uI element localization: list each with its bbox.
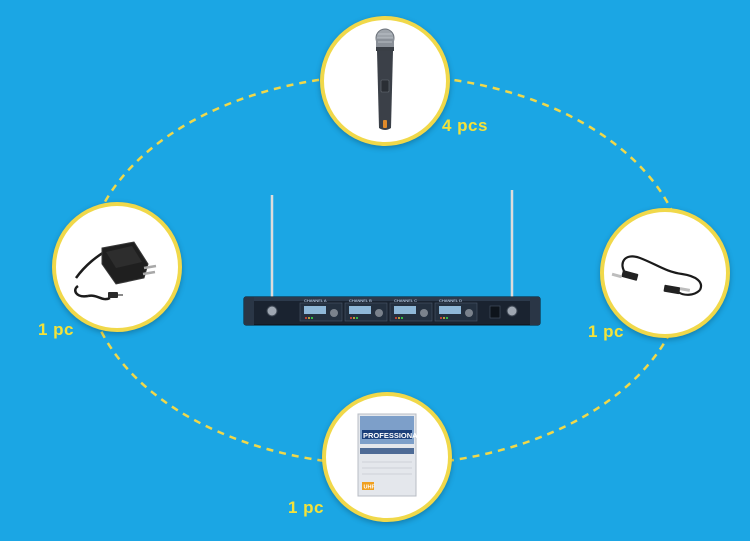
channel-module-c: [389, 302, 433, 322]
channel-module-b: [344, 302, 388, 322]
channel-label-a: CHANNEL A: [304, 298, 327, 303]
manual-cover-title: PROFESSIONAL: [363, 431, 423, 440]
manual-cover-text: PROFESSIONAL UHF: [363, 431, 423, 491]
manual-cover-badge: UHF: [364, 485, 376, 491]
audio-cable-circle: [600, 208, 730, 338]
channel-module-d: [434, 302, 478, 322]
manual-booklet-icon: [357, 413, 417, 497]
microphone-icon: [375, 28, 395, 130]
channel-label-d: CHANNEL D: [439, 298, 462, 303]
power-adapter-icon: [74, 241, 157, 301]
channel-label-c: CHANNEL C: [394, 298, 417, 303]
power-adapter-circle: [52, 202, 182, 332]
power-adapter-quantity: 1 pc: [38, 320, 75, 339]
microphone-quantity: 4 pcs: [442, 116, 488, 135]
audio-cable-icon: [611, 255, 703, 296]
manual-quantity: 1 pc: [288, 498, 325, 517]
audio-cable-quantity: 1 pc: [588, 322, 625, 341]
manual-circle: PROFESSIONAL UHF: [322, 392, 452, 522]
microphone-circle: [320, 16, 450, 146]
channel-label-b: CHANNEL B: [349, 298, 372, 303]
channel-module-a: [299, 302, 343, 322]
